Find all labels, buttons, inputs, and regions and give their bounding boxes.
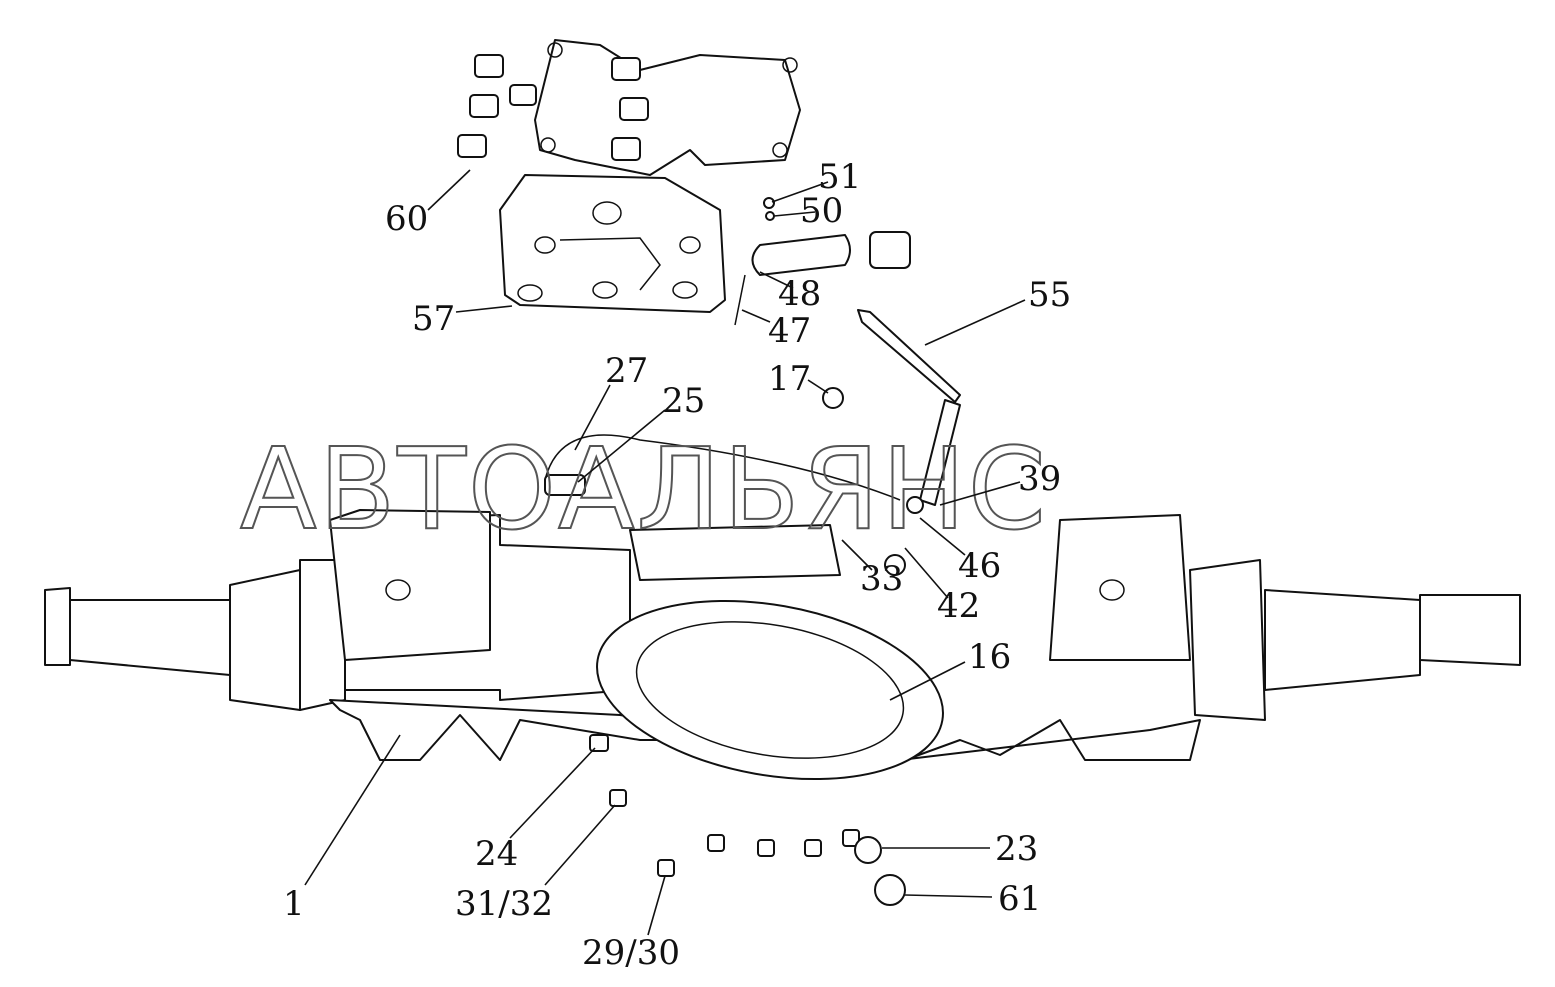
callout-39: 39	[1018, 459, 1061, 499]
callout-29-30: 29/30	[582, 933, 680, 973]
callout-42: 42	[937, 586, 980, 626]
callout-17: 17	[768, 359, 811, 399]
callout-46: 46	[958, 546, 1001, 586]
callout-60: 60	[385, 199, 428, 239]
callout-57: 57	[412, 299, 455, 339]
callout-24: 24	[475, 834, 518, 874]
axle-housing-1	[44, 509, 1521, 781]
callout-16: 16	[968, 637, 1011, 677]
callout-25: 25	[662, 381, 705, 421]
bolts-bottom	[589, 496, 924, 906]
callout-61: 61	[998, 879, 1041, 919]
callout-47: 47	[768, 311, 811, 351]
watermark-text: АВТОАЛЬЯНС	[240, 425, 1048, 555]
leader-lines	[304, 169, 1026, 936]
callout-1: 1	[283, 884, 305, 924]
callout-33: 33	[860, 559, 903, 599]
callout-55: 55	[1028, 275, 1071, 315]
callout-50: 50	[800, 191, 843, 231]
upper-bracket	[534, 39, 801, 176]
bolts-60	[457, 54, 649, 161]
callout-27: 27	[605, 351, 648, 391]
callout-48: 48	[778, 274, 821, 314]
sensor-cable-27	[544, 434, 901, 501]
callout-31-32: 31/32	[455, 884, 553, 924]
linkage-rod-55	[822, 309, 961, 506]
callout-labels: 51 50 60 48 55 57 47 27 17 25 39 46 33 4…	[283, 157, 1071, 973]
pin-48	[734, 197, 911, 326]
callout-23: 23	[995, 829, 1038, 869]
callout-51: 51	[818, 157, 861, 197]
spring-plate-57	[499, 174, 726, 313]
